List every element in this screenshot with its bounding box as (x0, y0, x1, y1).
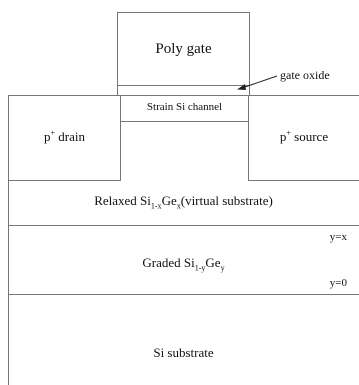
channel-label: Strain Si channel (146, 101, 223, 113)
graded-b: Ge (205, 255, 221, 270)
drain-label: p+ drain (9, 129, 120, 145)
si-substrate-label: Si substrate (153, 345, 214, 360)
drain-sup: + (50, 128, 56, 138)
relaxed-sub1: 1-x (150, 201, 162, 211)
source-suffix: source (290, 129, 329, 144)
gate-oxide-label: gate oxide (280, 68, 330, 82)
relaxed-sub2: x (176, 201, 181, 211)
poly-gate-label: Poly gate (155, 41, 212, 57)
source-prefix: p (279, 129, 287, 144)
graded-sub1: 1-y (194, 263, 206, 273)
source-region: p+ source (248, 95, 359, 181)
drain-region: p+ drain (8, 95, 121, 181)
strain-si-channel: Strain Si channel (120, 95, 249, 122)
drain-prefix: p (44, 129, 51, 144)
graded-y-top: y=x (329, 231, 347, 243)
relaxed-c: (virtual substrate) (180, 193, 273, 208)
poly-gate: Poly gate (117, 12, 250, 86)
graded-substrate-divider (8, 294, 359, 295)
source-label: p+ source (249, 129, 359, 145)
relaxed-b: Ge (161, 193, 177, 208)
graded-sub2: y (220, 263, 225, 273)
gate-oxide-arrow (237, 75, 278, 90)
graded-y-bottom: y=0 (329, 277, 347, 289)
graded-a: Graded Si (142, 255, 195, 270)
relaxed-a: Relaxed Si (94, 193, 151, 208)
drain-suffix: drain (55, 129, 85, 144)
source-sup: + (286, 128, 291, 138)
relaxed-sige-label: Relaxed Si1-xGex(virtual substrate) (8, 193, 359, 211)
graded-sige-label: Graded Si1-yGey (8, 255, 359, 273)
relaxed-graded-divider (8, 225, 359, 226)
